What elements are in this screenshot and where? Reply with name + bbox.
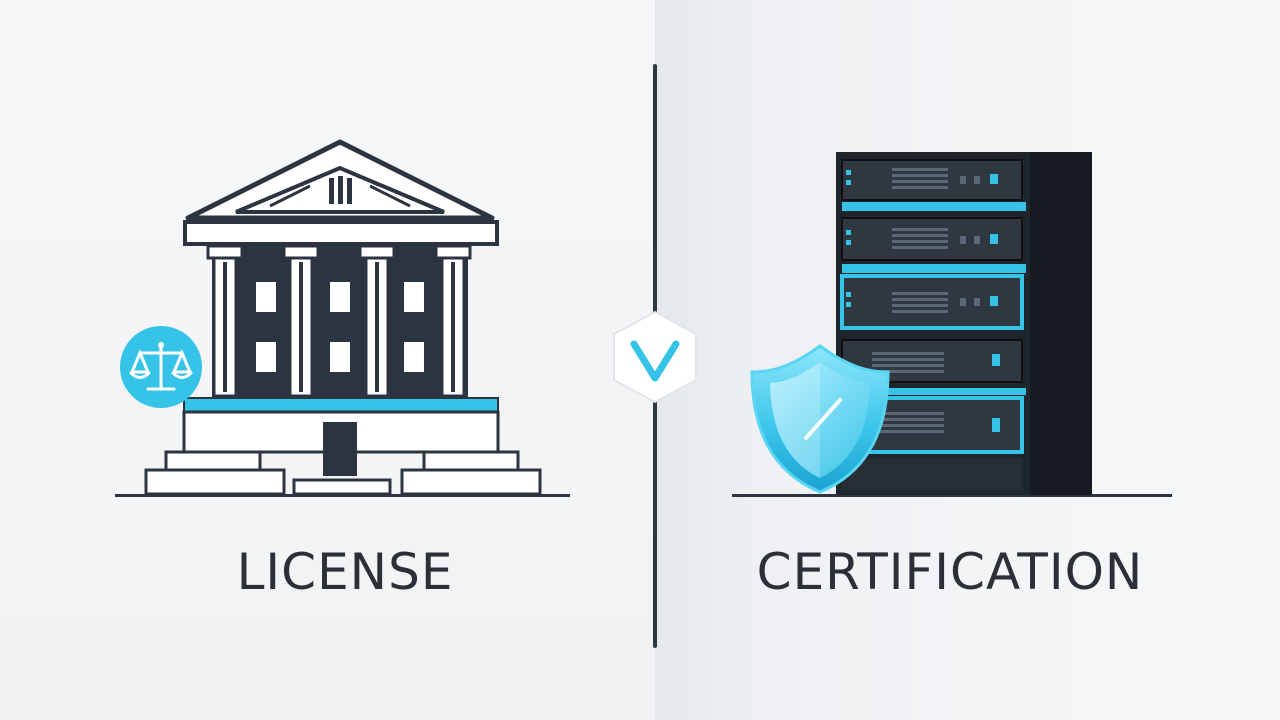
- scales-of-justice-icon: [120, 326, 202, 408]
- certification-label: CERTIFICATION: [756, 543, 1144, 601]
- courthouse-icon: [115, 139, 570, 497]
- server-rack-icon: [732, 152, 1172, 497]
- versus-check-icon: [613, 310, 697, 404]
- license-label: LICENSE: [236, 543, 454, 601]
- shield-icon: [750, 344, 890, 494]
